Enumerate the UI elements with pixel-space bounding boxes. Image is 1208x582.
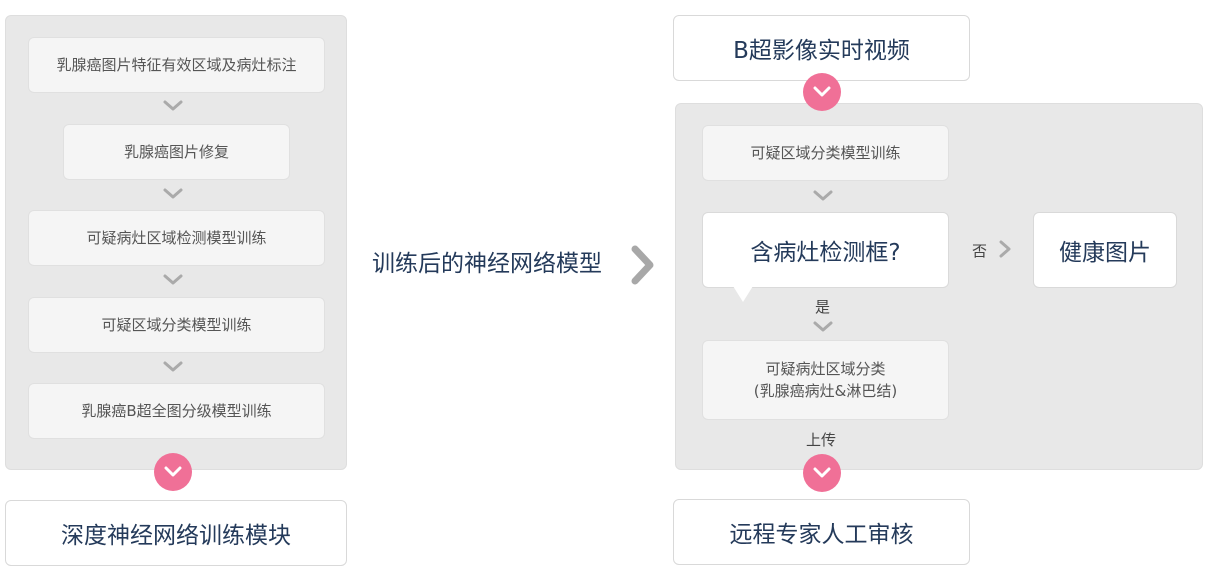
question-text: 含病灶检测框? bbox=[750, 240, 901, 266]
chevron-down-icon bbox=[163, 274, 183, 285]
chevron-down-icon bbox=[163, 100, 183, 111]
pink-circle-chevron-down-icon bbox=[154, 453, 192, 491]
chevron-down-icon bbox=[163, 188, 183, 199]
chevron-right-icon bbox=[631, 245, 654, 285]
step-annotation: 乳腺癌图片特征有效区域及病灶标注 bbox=[28, 37, 325, 93]
upload-label: 上传 bbox=[806, 431, 837, 449]
expert-review-title: 远程专家人工审核 bbox=[673, 499, 970, 565]
chevron-right-icon bbox=[999, 240, 1011, 258]
step-region-classification: 可疑区域分类模型训练 bbox=[702, 125, 949, 181]
detection-question: 含病灶检测框? bbox=[702, 212, 949, 302]
realtime-video-title: B超影像实时视频 bbox=[673, 15, 970, 81]
trained-model-label: 训练后的神经网络模型 bbox=[372, 251, 602, 277]
training-module-title: 深度神经网络训练模块 bbox=[5, 500, 347, 566]
yes-label: 是 bbox=[815, 298, 831, 316]
healthy-image-box: 健康图片 bbox=[1033, 212, 1177, 288]
step-detection-training: 可疑病灶区域检测模型训练 bbox=[28, 210, 325, 266]
callout-tail bbox=[733, 286, 753, 302]
pink-circle-chevron-down-icon bbox=[803, 454, 841, 492]
lesion-line-2: (乳腺癌病灶&淋巴结) bbox=[753, 382, 898, 400]
chevron-down-icon bbox=[163, 361, 183, 372]
step-classification-training: 可疑区域分类模型训练 bbox=[28, 297, 325, 353]
no-label: 否 bbox=[972, 242, 988, 260]
lesion-line-1: 可疑病灶区域分类 bbox=[765, 360, 886, 378]
step-repair: 乳腺癌图片修复 bbox=[63, 124, 290, 180]
step-lesion-classification: 可疑病灶区域分类 (乳腺癌病灶&淋巴结) bbox=[702, 340, 949, 420]
pink-circle-chevron-down-icon bbox=[803, 73, 841, 111]
chevron-down-icon bbox=[813, 190, 833, 201]
step-grading-training: 乳腺癌B超全图分级模型训练 bbox=[28, 383, 325, 439]
chevron-down-icon bbox=[813, 321, 833, 332]
